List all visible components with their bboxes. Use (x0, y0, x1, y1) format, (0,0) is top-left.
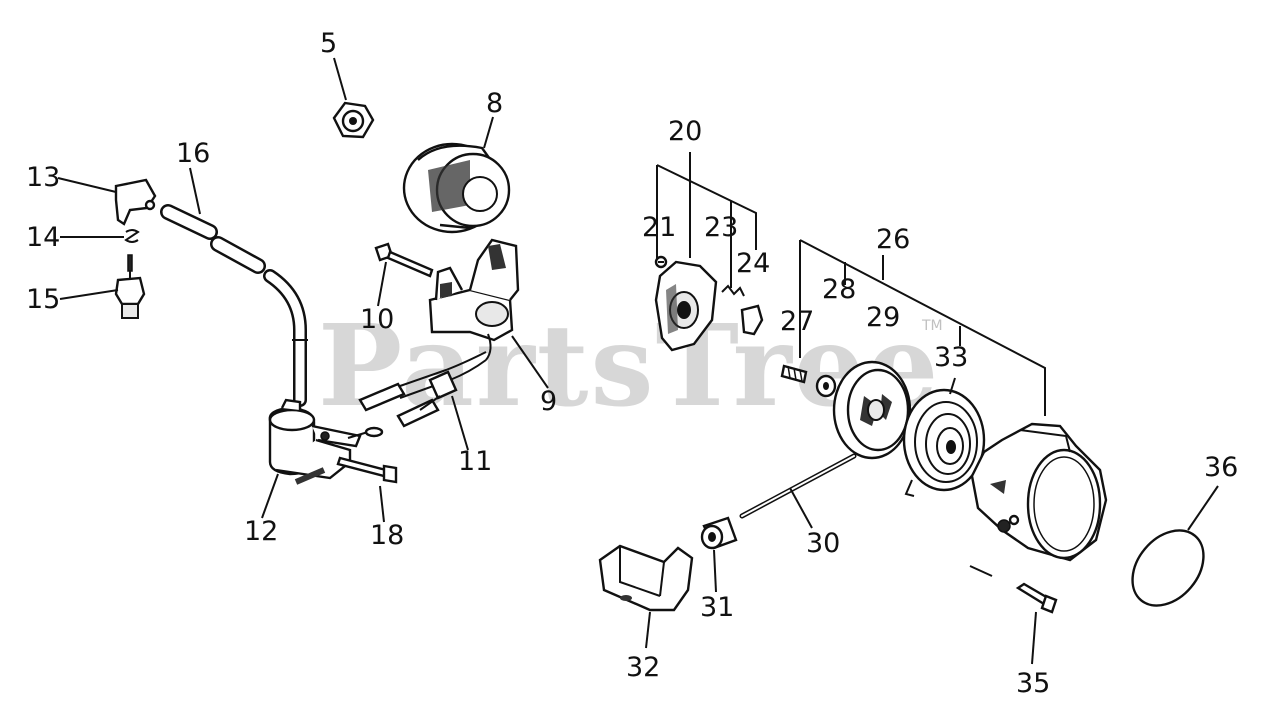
leader-36 (1187, 485, 1219, 531)
part-14-spring (124, 229, 140, 243)
part-24-pawl (740, 304, 764, 336)
leader-16 (189, 167, 201, 215)
leader-32 (645, 611, 651, 649)
callout-29: 29 (866, 302, 900, 333)
part-16-high-tension-lead (160, 204, 308, 407)
callout-33: 33 (934, 342, 968, 373)
part-28-washer (815, 374, 837, 398)
leader-35 (1031, 611, 1037, 665)
leader-18 (379, 485, 385, 523)
bracket-35 (969, 565, 993, 577)
callout-13: 13 (26, 162, 60, 193)
callout-21: 21 (642, 212, 676, 243)
part-36-label-ring (1131, 529, 1205, 607)
callout-35: 35 (1016, 668, 1050, 699)
part-5-nut (332, 101, 375, 139)
callout-28: 28 (822, 274, 856, 305)
part-27-bolt (780, 364, 808, 384)
part-10-bolt (374, 242, 434, 278)
callout-20: 20 (668, 116, 702, 147)
part-35-bolt (1015, 582, 1058, 614)
watermark-trademark: TM (921, 318, 943, 334)
part-23-spring (721, 284, 745, 297)
part-8-flywheel (402, 142, 511, 234)
part-12-ignition-coil (268, 398, 384, 485)
part-31-rope-guide (700, 516, 738, 550)
part-32-starter-handle (598, 544, 694, 612)
leader-5 (333, 57, 347, 101)
part-18-bolt (336, 456, 398, 484)
callout-12: 12 (244, 516, 278, 547)
callout-9: 9 (540, 386, 557, 417)
callout-36: 36 (1204, 452, 1238, 483)
leader-11 (451, 395, 469, 451)
leader-13 (57, 177, 117, 193)
bracket-26-top (799, 239, 1046, 416)
leader-31 (713, 549, 717, 593)
leader-8 (483, 116, 494, 149)
callout-27: 27 (780, 306, 814, 337)
part-9-exciter-coil (428, 238, 520, 361)
callout-31: 31 (700, 592, 734, 623)
leader-33 (949, 377, 956, 395)
part-33-recoil-spring (902, 388, 986, 497)
callout-14: 14 (26, 222, 60, 253)
leader-15 (59, 289, 119, 300)
callout-16: 16 (176, 138, 210, 169)
leader-10 (377, 261, 387, 307)
callout-15: 15 (26, 284, 60, 315)
callout-5: 5 (320, 28, 337, 59)
callout-11: 11 (458, 446, 492, 477)
leader-9 (511, 335, 549, 389)
part-15-spark-plug (114, 254, 146, 319)
starter-housing (970, 422, 1108, 562)
part-20-ratchet-assembly (654, 260, 718, 352)
part-30-starter-rope (739, 453, 857, 519)
leader-30 (789, 487, 813, 529)
callout-24: 24 (736, 248, 770, 279)
callout-10: 10 (360, 304, 394, 335)
callout-18: 18 (370, 520, 404, 551)
callout-23: 23 (704, 212, 738, 243)
callout-8: 8 (486, 88, 503, 119)
leader-12 (261, 473, 279, 519)
part-21-clip (654, 255, 668, 269)
part-11-wire-harness (358, 351, 487, 428)
callout-32: 32 (626, 652, 660, 683)
callout-30: 30 (806, 528, 840, 559)
callout-26: 26 (876, 224, 910, 255)
part-29-starter-reel (832, 360, 912, 460)
part-13-plug-cap (114, 178, 157, 226)
